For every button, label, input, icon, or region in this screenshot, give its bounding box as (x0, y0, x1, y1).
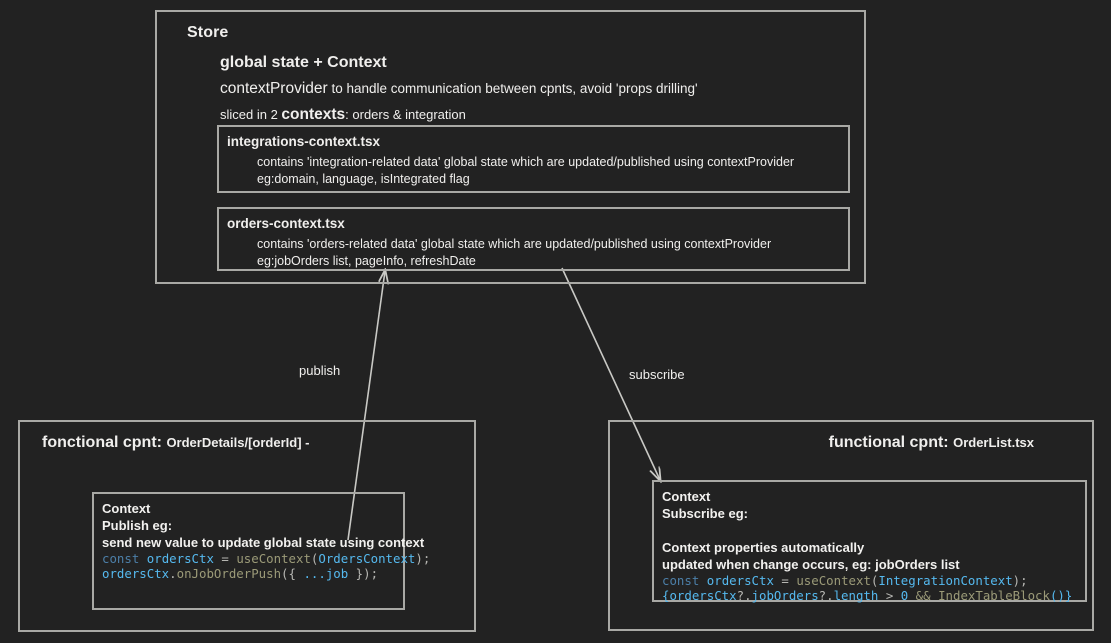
orders-context-box: orders-context.tsx contains 'orders-rela… (217, 207, 850, 271)
left-code-line-2: ordersCtx.onJobOrderPush({ ...job }); (102, 566, 401, 581)
orders-context-description: contains 'orders-related data' global st… (257, 237, 772, 251)
context-provider-keyword: contextProvider (220, 80, 328, 97)
right-code-label-updated: updated when change occurs, eg: jobOrder… (662, 557, 960, 572)
right-code-label-context: Context (662, 489, 711, 504)
right-code-number-zero: 0 (900, 588, 909, 603)
right-component-separator: : (943, 434, 954, 451)
left-code-label-description: send new value to update global state us… (102, 535, 425, 550)
left-code-args-close: }); (348, 566, 379, 581)
right-code-fn-indextableblock: IndexTableBlock (938, 588, 1050, 603)
right-code-box: Context Subscribe eg: Context properties… (652, 480, 1087, 603)
right-component-box: functional cpnt: OrderList.tsx Context S… (608, 420, 1094, 631)
orders-context-filename: orders-context.tsx (227, 216, 345, 231)
right-component-filename: OrderList.tsx (953, 435, 1034, 450)
left-code-fn-usecontext: useContext (236, 551, 311, 566)
right-code-line-2: {ordersCtx?.jobOrders?.length > 0 && Ind… (662, 588, 1083, 603)
right-code-paren-close: ); (1012, 573, 1028, 588)
left-code-spread-job: ...job (303, 566, 349, 581)
left-code-line-1: const ordersCtx = useContext(OrdersConte… (102, 551, 430, 566)
right-code-paren-open: ( (870, 573, 879, 588)
left-code-operator: = (213, 551, 237, 566)
subscribe-arrow (561, 267, 660, 480)
left-code-paren-close: ); (415, 551, 431, 566)
left-code-args-open: ({ (281, 566, 304, 581)
left-component-box: fonctional cpnt: OrderDetails/[orderId] … (18, 420, 476, 632)
context-provider-description: to handle communication between cpnts, a… (327, 81, 698, 96)
store-box: Store global state + Context contextProv… (155, 10, 866, 284)
right-code-optional-chain-1: ?. (736, 588, 752, 603)
integrations-context-filename: integrations-context.tsx (227, 134, 381, 149)
left-code-label-publish: Publish eg: (102, 518, 173, 533)
right-code-comparator: > (878, 588, 901, 603)
left-code-var-ordersctx-2: ordersCtx (102, 566, 170, 581)
left-code-arg-orderscontext: OrdersContext (318, 551, 416, 566)
left-component-header: fonctional cpnt: OrderDetails/[orderId] … (42, 434, 309, 452)
sliced-suffix: : orders & integration (345, 107, 466, 122)
store-subtitle: global state + Context (220, 54, 387, 71)
right-code-label-subscribe: Subscribe eg: (662, 506, 748, 521)
left-code-label-context: Context (102, 501, 151, 516)
publish-arrow-label: publish (299, 363, 341, 378)
right-code-content: Context Subscribe eg: Context properties… (662, 488, 1083, 603)
right-component-header: functional cpnt: OrderList.tsx (829, 434, 1034, 452)
publish-arrow (347, 271, 385, 541)
left-code-var-ordersctx: ordersCtx (139, 551, 214, 566)
left-component-type: fonctional cpnt (42, 434, 157, 451)
right-code-prop-joborders: jobOrders (751, 588, 819, 603)
right-code-brace-open: { (662, 588, 670, 603)
right-code-var-ordersctx-2: ordersCtx (669, 588, 737, 603)
left-code-box: Context Publish eg: send new value to up… (92, 492, 430, 610)
right-code-operator: = (773, 573, 797, 588)
integrations-context-examples: eg:domain, language, isIntegrated flag (257, 172, 470, 186)
right-code-keyword-const: const (662, 573, 700, 588)
left-code-fn-onjoborderpush: onJobOrderPush (176, 566, 282, 581)
right-code-logical-and: && (908, 588, 939, 603)
right-code-arg-integrationcontext: IntegrationContext (878, 573, 1013, 588)
left-component-filename: OrderDetails/[orderId] - (166, 435, 310, 450)
right-code-fn-usecontext: useContext (796, 573, 871, 588)
orders-context-examples: eg:jobOrders list, pageInfo, refreshDate (257, 254, 476, 268)
right-code-label-properties: Context properties automatically (662, 540, 865, 555)
left-component-separator: : (156, 434, 167, 451)
left-code-content: Context Publish eg: send new value to up… (102, 500, 430, 581)
subscribe-arrow-label: subscribe (629, 367, 685, 382)
integrations-context-description: contains 'integration-related data' glob… (257, 155, 795, 169)
right-code-prop-length: length (833, 588, 879, 603)
right-component-type: functional cpnt (828, 434, 944, 451)
store-sliced-line: sliced in 2 contexts: orders & integrati… (220, 106, 466, 124)
store-title: Store (187, 24, 229, 41)
store-context-provider-line: contextProvider to handle communication … (220, 80, 698, 98)
right-code-brace-close: ()} (1049, 588, 1073, 603)
right-code-optional-chain-2: ?. (818, 588, 834, 603)
left-code-keyword-const: const (102, 551, 140, 566)
right-code-var-ordersctx: ordersCtx (699, 573, 774, 588)
left-code-dot: . (169, 566, 177, 581)
sliced-prefix: sliced in 2 (220, 107, 282, 122)
integrations-context-box: integrations-context.tsx contains 'integ… (217, 125, 850, 193)
right-code-blank-line (662, 522, 1083, 539)
right-code-line-1: const ordersCtx = useContext(Integration… (662, 573, 1083, 588)
sliced-contexts-keyword: contexts (281, 106, 346, 123)
left-code-paren-open: ( (310, 551, 319, 566)
